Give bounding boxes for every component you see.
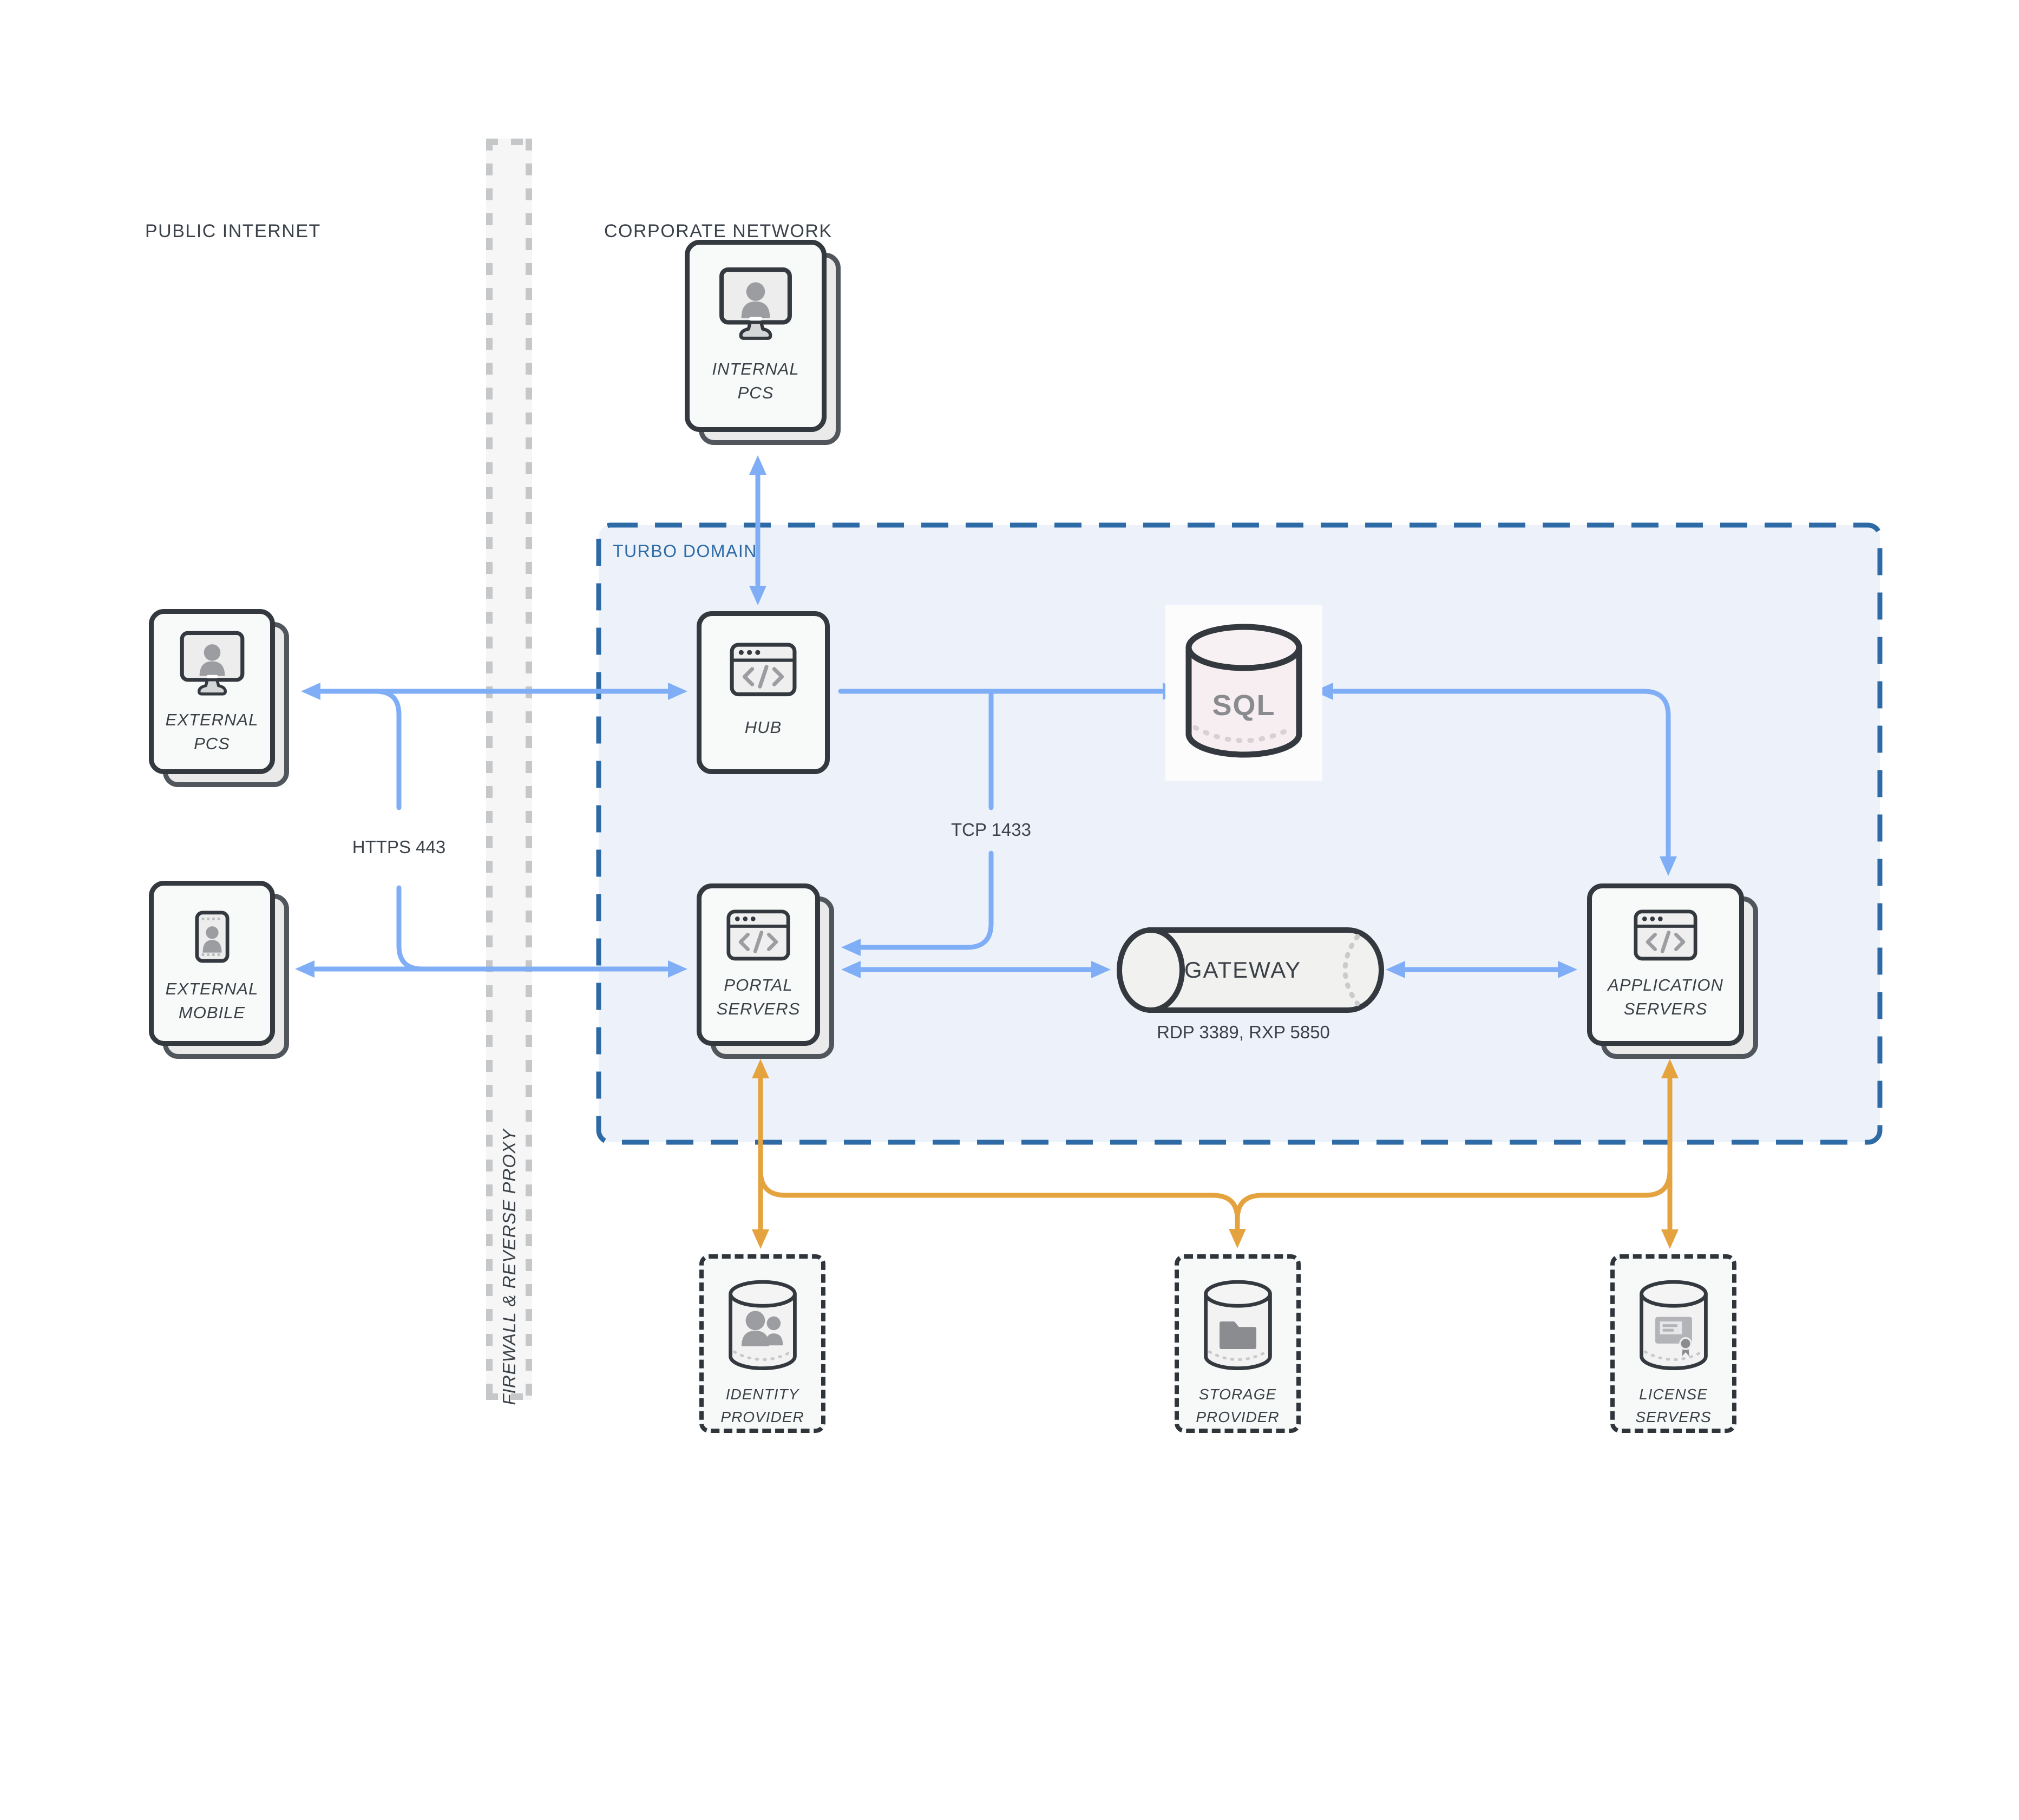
node-label: STORAGE PROVIDER xyxy=(1196,1386,1280,1425)
sql-label: SQL xyxy=(1212,689,1276,722)
zone-label-public-internet: PUBLIC INTERNET xyxy=(145,221,321,241)
license-database-icon xyxy=(1639,1280,1708,1371)
desktop-user-icon xyxy=(180,631,244,696)
arrowhead-up-internalpcs xyxy=(749,455,766,475)
line-https-branch-bottom xyxy=(396,885,425,972)
node-label: EXTERNAL PCS xyxy=(165,710,259,753)
desktop-user-icon xyxy=(719,267,792,340)
card: PORTAL SERVERS xyxy=(697,883,820,1046)
node-application-servers: APPLICATION SERVERS xyxy=(1587,883,1758,1059)
firewall-dash-top xyxy=(486,139,532,145)
identity-database-icon xyxy=(728,1280,797,1371)
node-identity-provider: IDENTITY PROVIDER xyxy=(699,1254,825,1433)
arrowhead-left-sql xyxy=(1314,683,1333,700)
blue-connections xyxy=(313,472,1671,972)
node-storage-provider: STORAGE PROVIDER xyxy=(1175,1254,1301,1433)
arrowhead-right-hub xyxy=(668,683,687,700)
node-external-mobile: EXTERNAL MOBILE xyxy=(149,881,289,1059)
turbo-domain-box xyxy=(596,522,1883,1145)
browser-code-icon xyxy=(730,643,797,697)
node-label: EXTERNAL MOBILE xyxy=(165,979,259,1023)
browser-code-icon xyxy=(726,909,790,961)
firewall-label: FIREWALL & REVERSE PROXY xyxy=(499,1128,519,1405)
node-hub: HUB xyxy=(697,611,830,774)
arrowhead-down-storage xyxy=(1229,1229,1246,1248)
arrowhead-down-app xyxy=(1660,856,1677,876)
sql-database-icon xyxy=(1185,624,1302,758)
firewall-dash-bottom xyxy=(486,1393,532,1400)
node-label: LICENSE SERVERS xyxy=(1635,1386,1712,1425)
firewall-dash-right xyxy=(526,139,532,1400)
arrowhead-left-portal-tcp xyxy=(841,939,861,956)
node-external-pcs: EXTERNAL PCS xyxy=(149,609,289,787)
gateway-label: GATEWAY xyxy=(1184,957,1302,983)
arrowhead-down-hub xyxy=(749,586,766,605)
arrowhead-right-portal xyxy=(668,960,687,978)
arrowhead-down-identity xyxy=(752,1229,769,1249)
card: APPLICATION SERVERS xyxy=(1587,883,1744,1046)
arrowhead-down-license xyxy=(1661,1229,1679,1249)
firewall-dash-left xyxy=(486,139,493,1400)
zone-label-corporate-network: CORPORATE NETWORK xyxy=(604,221,832,241)
arrowhead-right-app xyxy=(1558,961,1577,978)
node-label: IDENTITY PROVIDER xyxy=(720,1386,804,1425)
node-license-servers: LICENSE SERVERS xyxy=(1610,1254,1736,1433)
card: HUB xyxy=(697,611,830,774)
node-label: HUB xyxy=(744,717,782,737)
firewall-bar xyxy=(486,139,532,1400)
card: EXTERNAL PCS xyxy=(149,609,275,774)
arrowhead-left-externalmobile xyxy=(295,960,314,978)
mobile-user-icon xyxy=(194,911,230,963)
node-label: APPLICATION SERVERS xyxy=(1608,975,1723,1018)
browser-code-icon xyxy=(1634,909,1697,961)
card: EXTERNAL MOBILE xyxy=(149,881,275,1046)
storage-database-icon xyxy=(1203,1280,1272,1371)
line-branch-storage-right xyxy=(1235,1168,1673,1222)
node-internal-pcs: INTERNAL PCS xyxy=(685,240,841,445)
line-https-branch-top xyxy=(373,689,402,810)
arrowhead-left-gateway xyxy=(1386,961,1405,978)
line-sql-app xyxy=(1332,689,1671,858)
line-branch-storage-left xyxy=(758,1168,1240,1230)
node-portal-servers: PORTAL SERVERS xyxy=(697,883,834,1059)
turbo-domain-label: TURBO DOMAIN xyxy=(613,541,757,561)
arrowhead-up-app xyxy=(1661,1059,1679,1078)
tcp-port-label: TCP 1433 xyxy=(951,820,1031,840)
arrowhead-left-externalpcs xyxy=(301,683,320,700)
orange-arrowheads xyxy=(752,1059,1679,1249)
https-port-label: HTTPS 443 xyxy=(352,837,446,857)
orange-connections xyxy=(758,1077,1673,1231)
card: INTERNAL PCS xyxy=(685,240,827,432)
arrowhead-up-portal xyxy=(752,1059,769,1078)
arrowhead-left-portal-gw xyxy=(841,961,861,978)
gateway-pipe-icon xyxy=(1117,927,1384,1013)
arrowhead-right-gateway xyxy=(1091,961,1111,978)
node-label: PORTAL SERVERS xyxy=(716,975,801,1018)
node-label: INTERNAL PCS xyxy=(712,359,799,402)
line-tcp-bottom xyxy=(859,850,994,950)
gateway-ports-label: RDP 3389, RXP 5850 xyxy=(1157,1022,1330,1042)
